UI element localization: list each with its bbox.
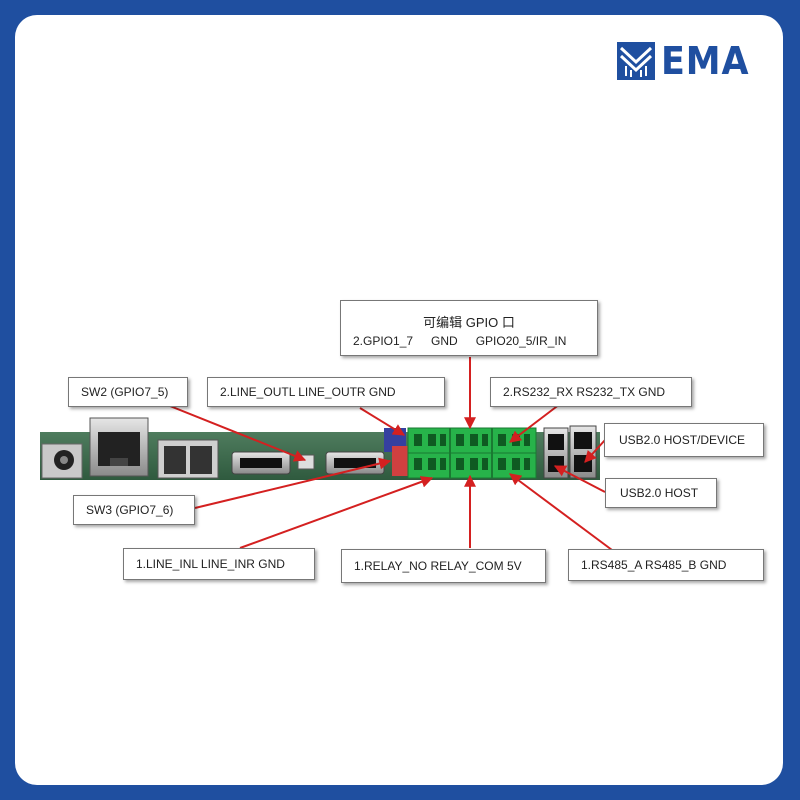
dip-switch [384, 428, 408, 476]
arrow-usb-host [553, 465, 606, 493]
usb-host-device-label: USB2.0 HOST/DEVICE [604, 423, 764, 457]
arrow-rs485 [509, 473, 613, 551]
ethernet-port [89, 417, 149, 477]
arrow-rs232 [509, 403, 561, 443]
usb-host-label: USB2.0 HOST [605, 478, 717, 508]
hdmi-port-2 [325, 451, 385, 475]
hdmi-port-1 [231, 451, 291, 475]
gpio-label: 可编辑 GPIO 口 2.GPIO1_7 GND GPIO20_5/IR_IN [340, 300, 598, 356]
line-in-label: 1.LINE_INL LINE_INR GND [123, 548, 315, 580]
arrow-line-out [359, 407, 406, 436]
line-out-label: 2.LINE_OUTL LINE_OUTR GND [207, 377, 445, 407]
relay-label: 1.RELAY_NO RELAY_COM 5V [341, 549, 546, 583]
arrow-usb-device [584, 439, 606, 463]
gpio-title: 可编辑 GPIO 口 [423, 315, 515, 330]
sw3-label: SW3 (GPIO7_6) [73, 495, 195, 525]
sw2-label: SW2 (GPIO7_5) [68, 377, 188, 407]
dual-socket [157, 439, 219, 479]
gpio-pin-2: GND [431, 334, 458, 348]
arrow-line-in [239, 476, 434, 549]
ema-logo: EMA [617, 40, 757, 82]
dc-jack [41, 443, 83, 479]
rs232-label: 2.RS232_RX RS232_TX GND [490, 377, 692, 407]
gpio-pin-1: 2.GPIO1_7 [353, 334, 414, 348]
arrow-sw3 [194, 457, 392, 509]
terminal-blocks [407, 427, 537, 479]
ema-chip-icon [617, 42, 655, 80]
gpio-pin-3: GPIO20_5/IR_IN [475, 334, 567, 348]
logo-text: EMA [661, 39, 750, 83]
rs485-label: 1.RS485_A RS485_B GND [568, 549, 764, 581]
usb-stack-2 [569, 425, 597, 479]
arrow-sw2 [149, 397, 307, 462]
